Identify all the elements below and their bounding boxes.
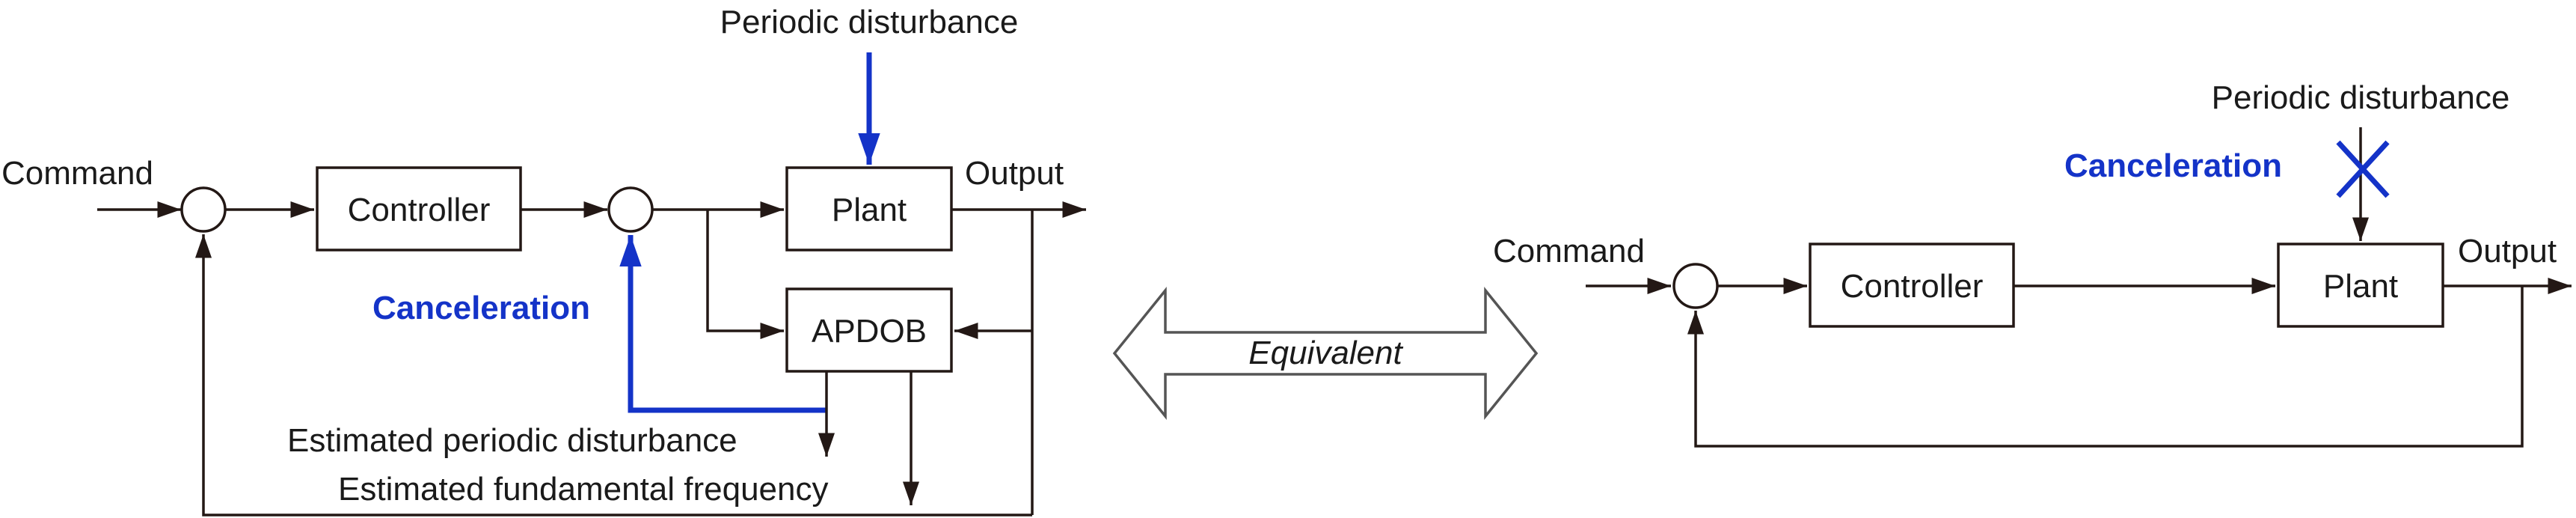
left-cancel-label: Canceleration [372,290,590,326]
left-apdob-label: APDOB [812,313,927,350]
left-plant-label: Plant [832,192,907,228]
left-controller-block [316,166,522,252]
left-est-disturbance-label: Estimated periodic disturbance [287,422,737,459]
left-summing-junction-2 [607,186,654,233]
right-cancel-label: Canceleration [2064,147,2282,184]
left-apdob-block [785,287,953,373]
left-command-label: Command [1,155,153,192]
right-summing-junction [1672,263,1719,309]
right-disturbance-label: Periodic disturbance [2212,79,2510,116]
left-diagram: Command Controller Plant Periodic distur… [1,4,1086,517]
equivalent-arrow: Equivalent [1112,287,1539,420]
equivalent-label: Equivalent [1248,335,1403,371]
double-arrow-shape [1112,287,1539,420]
right-output-label: Output [2458,233,2557,269]
left-est-frequency-label: Estimated fundamental frequency [338,471,829,508]
right-plant-label: Plant [2323,268,2398,305]
left-branch-to-apdob-arrow [706,210,784,340]
right-plant-block [2277,243,2444,328]
right-controller-label: Controller [1841,268,1984,305]
left-cancel-path [619,235,827,413]
cancel-cross-icon [2336,140,2390,198]
right-controller-block [1809,243,2015,328]
right-feedback-line [1687,286,2524,448]
right-command-label: Command [1493,233,1645,269]
left-controller-label: Controller [348,192,491,228]
left-feedback-line [194,234,1032,517]
left-disturbance-label: Periodic disturbance [720,4,1019,40]
left-plant-block [785,166,953,252]
right-diagram: Command Controller Plant Periodic distur… [1493,79,2572,448]
left-summing-junction-1 [180,186,227,233]
left-output-label: Output [965,155,1064,192]
